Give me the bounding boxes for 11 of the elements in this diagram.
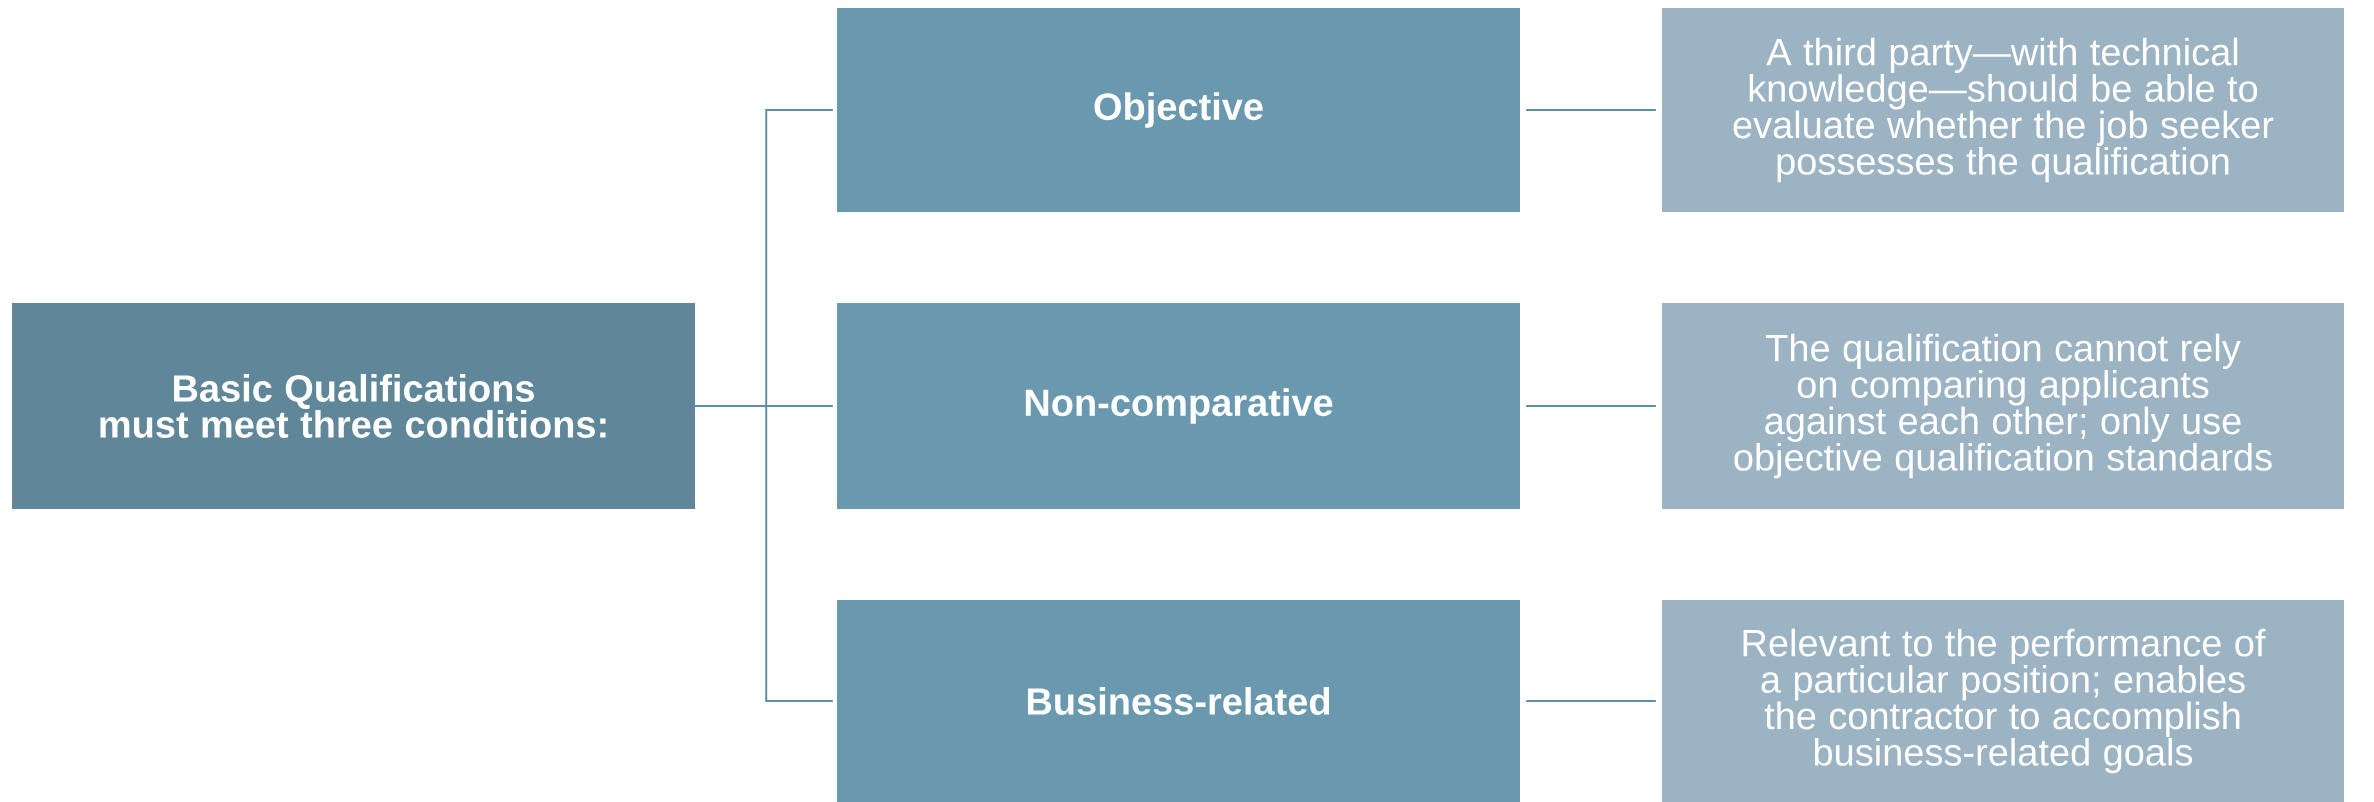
condition-box: Objective bbox=[837, 8, 1520, 212]
connector-line bbox=[1525, 109, 1657, 111]
connector-line bbox=[694, 405, 834, 702]
connector-line bbox=[1525, 405, 1657, 407]
condition-box: Business-related bbox=[837, 600, 1520, 802]
root-box: Basic Qualifications must meet three conditions: bbox=[12, 303, 695, 509]
condition-box: Non-comparative bbox=[837, 303, 1520, 509]
connector-line bbox=[1525, 700, 1657, 702]
description-box: Relevant to the performance of a particular position; enables the contractor to accomplish business-related goals bbox=[1662, 600, 2344, 802]
description-box: The qualification cannot rely on comparing applicants against each other; only use objective qualification standards bbox=[1662, 303, 2344, 509]
description-box: A third party—with technical knowledge—should be able to evaluate whether the job seeker possesses the qualification bbox=[1662, 8, 2344, 212]
